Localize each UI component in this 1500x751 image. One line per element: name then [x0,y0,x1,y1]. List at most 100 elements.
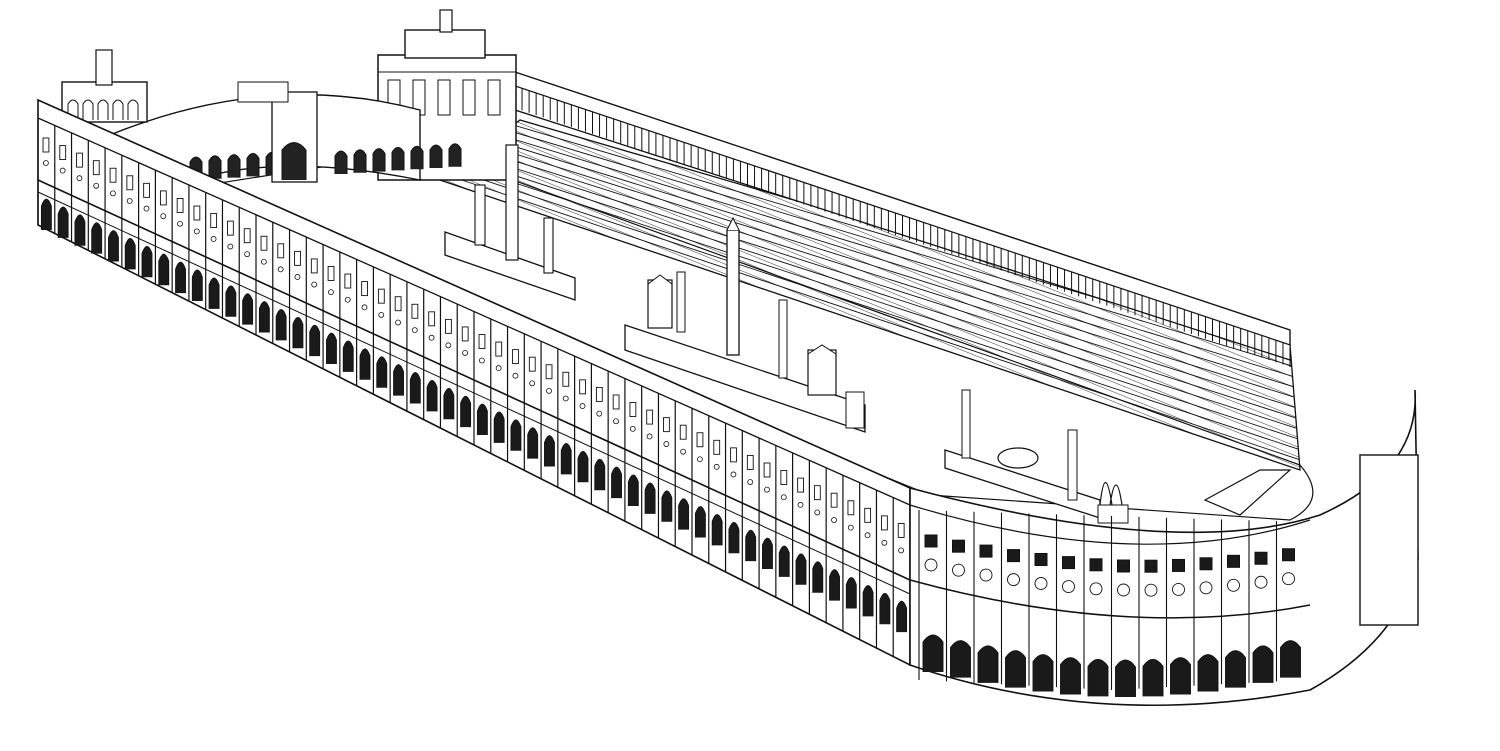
carcer-arch [208,155,222,179]
arcade-roundel [546,387,552,394]
arcade-roundel [311,281,318,288]
arcade-window [394,296,402,312]
spina [444,144,1129,524]
arcade-window [159,190,167,206]
arcade-roundel [579,403,586,409]
arcade-window [92,160,100,176]
curve-arch [1032,654,1054,692]
arcade-window [528,356,536,372]
arcade-window [277,243,285,259]
arcade-arch [644,482,656,514]
arcade-arch [812,561,824,593]
seating-tier-line [493,139,1294,388]
curve-arch [977,645,999,683]
curve-roundel [952,563,965,577]
tower-arch [112,99,124,120]
arcade-arch [426,379,438,412]
arcade-window [595,386,603,402]
arcade-window [881,515,888,531]
arcade-window [126,175,134,191]
arcade-window [562,371,570,387]
arcade-arch [158,253,170,286]
seating-tier-line [466,159,1297,429]
arcade-arch [409,372,421,404]
arcade-roundel [294,274,301,280]
curve-arch [922,634,944,672]
arcade-arch [544,435,555,467]
arcade-roundel [814,509,821,516]
arcade-arch [896,600,908,633]
arcade-arch [862,584,874,617]
arcade-window [327,266,335,281]
arcade-arch [560,443,572,475]
curve-arch [1142,658,1164,697]
arcade-window [260,235,268,251]
arcade-window [847,500,855,516]
arcade-roundel [562,395,569,402]
arcade-roundel [478,357,485,364]
arcade-roundel [395,319,401,326]
arcade-arch [57,206,69,238]
arcade-window [176,198,184,213]
curve-arch [1115,659,1136,697]
arcade-window [243,228,251,244]
arcade-arch [711,513,723,546]
curve-roundel [1089,582,1103,596]
arcade-window [461,326,469,342]
curve-roundel [1144,583,1158,597]
arcade-arch [292,316,304,349]
left-corner-tower [61,49,148,123]
curve-window [979,544,993,558]
arcade-window [780,470,788,485]
arcade-arch [208,277,220,309]
arcade-arch [326,332,337,365]
outer-arcade [37,98,911,667]
curve-roundel [924,558,938,572]
arcade-arch [91,222,103,254]
arcade-arch [879,592,891,625]
seating-tier-line [446,174,1300,461]
arcade-window [663,417,670,433]
arcade-roundel [193,228,200,235]
curve-roundel [979,568,993,582]
arcade-arch [829,569,840,601]
arcade-roundel [143,205,150,212]
arcade-arch [108,230,119,262]
far-seating-tiers [438,119,1301,471]
arcade-arch [376,356,388,388]
arcade-arch [191,269,203,301]
arcade-arch [510,419,522,451]
arcade-window [545,364,553,380]
arcade-arch [661,490,673,522]
arcade-roundel [881,539,888,546]
arcade-window [445,318,452,334]
curve-roundel [1007,573,1020,587]
arcade-arch [141,245,153,278]
curve-arch [1252,645,1274,683]
arcade-arch [242,293,254,325]
arcade-arch [493,411,505,443]
arcade-roundel [110,190,116,197]
arcade-window [679,424,687,440]
arcade-arch [594,458,606,491]
arcade-roundel [613,418,619,425]
curve-roundel [1199,581,1213,595]
arcade-window [210,213,218,229]
arcade-window [797,477,804,493]
arcade-window [344,273,352,289]
arcade-arch [359,348,371,380]
tower-window [487,79,501,116]
tower-arch [127,99,139,120]
arcade-roundel [713,463,720,470]
arcade-roundel [210,236,217,242]
arcade-window [746,454,754,470]
arcade-roundel [646,433,653,440]
arcade-arch [225,285,237,317]
carcer-arch [246,152,260,177]
tower-window [437,79,451,116]
curve-window [1007,549,1020,563]
curve-roundel [1254,575,1268,589]
curve-window [1199,557,1213,571]
curve-arch [1170,657,1191,695]
